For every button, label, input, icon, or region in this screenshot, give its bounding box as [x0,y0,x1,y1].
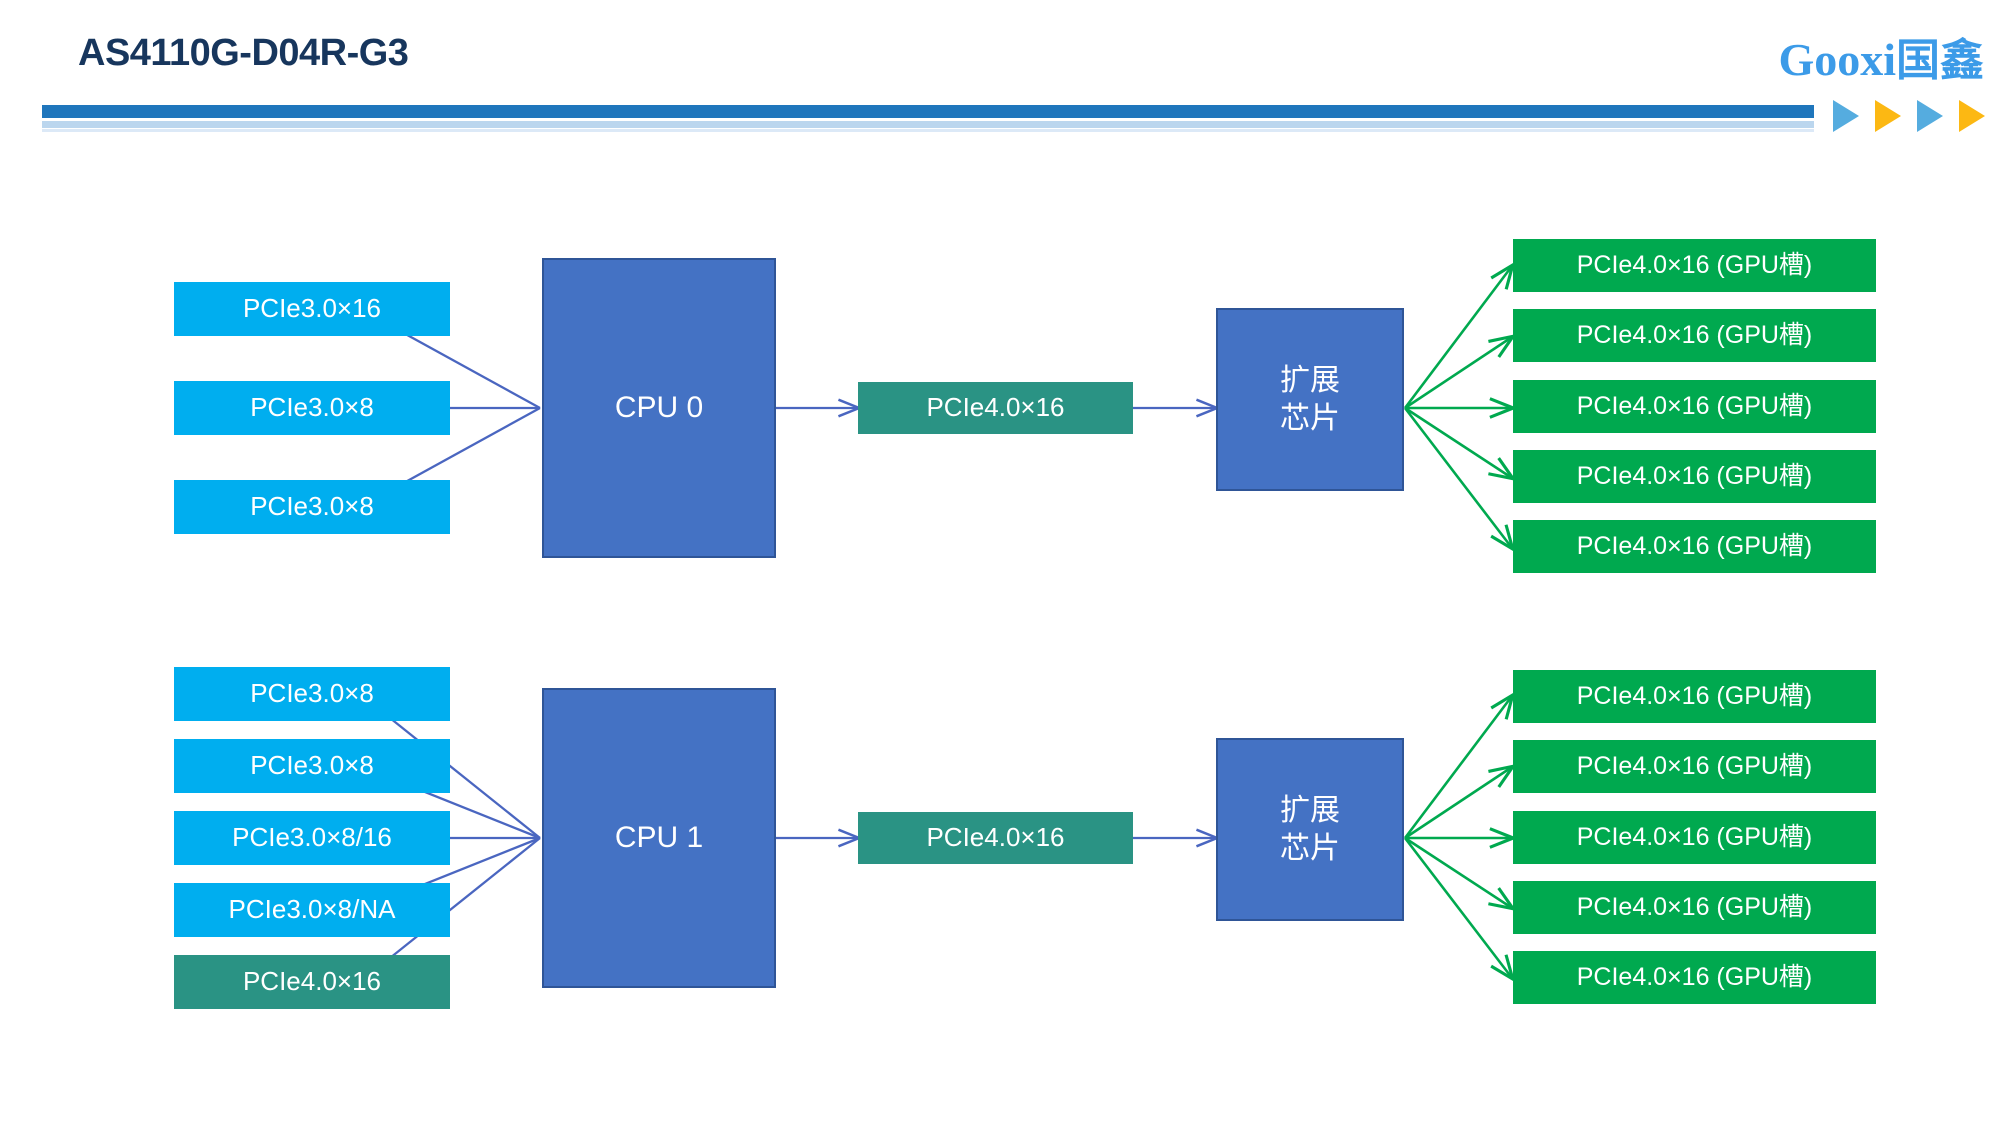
cpu1-uplink-label: PCIe4.0×16 [926,822,1065,853]
cpu0-gpu-slot-3[interactable]: PCIe4.0×16 (GPU槽) [1513,380,1876,433]
cpu0-label: CPU 0 [614,390,704,424]
cpu0-gpu-slot-2[interactable]: PCIe4.0×16 (GPU槽) [1513,309,1876,362]
cpu1-left-slot-5-label: PCIe4.0×16 [242,966,382,997]
header-triangle-1-icon [1833,100,1859,132]
cpu0-left-slot-2[interactable]: PCIe3.0×8 [174,381,450,435]
cpu0-gpu-slot-1[interactable]: PCIe4.0×16 (GPU槽) [1513,239,1876,292]
cpu1-left-slot-1[interactable]: PCIe3.0×8 [174,667,450,721]
cpu1-left-slot-4-label: PCIe3.0×8/NA [228,894,396,925]
cpu1-left-slot-3-label: PCIe3.0×8/16 [232,822,392,853]
cpu0-gpu-slot-4[interactable]: PCIe4.0×16 (GPU槽) [1513,450,1876,503]
cpu0-uplink-block[interactable]: PCIe4.0×16 [858,382,1133,434]
header-triangle-2-icon [1875,100,1901,132]
cpu0-left-slot-1[interactable]: PCIe3.0×16 [174,282,450,336]
cpu1-switch-chip-line1: 扩展 [1280,794,1340,827]
cpu0-gpu-slot-2-label: PCIe4.0×16 (GPU槽) [1576,321,1813,350]
cpu0-gpu-slot-4-label: PCIe4.0×16 (GPU槽) [1576,462,1813,491]
brand-latin-text: Gooxi [1778,34,1896,85]
cpu1-gpu-slot-5[interactable]: PCIe4.0×16 (GPU槽) [1513,951,1876,1004]
cpu1-gpu-slot-2[interactable]: PCIe4.0×16 (GPU槽) [1513,740,1876,793]
brand-chinese-text: 国鑫 [1896,35,1984,86]
cpu0-left-slot-3[interactable]: PCIe3.0×8 [174,480,450,534]
cpu1-left-slot-4[interactable]: PCIe3.0×8/NA [174,883,450,937]
cpu1-gpu-slot-2-label: PCIe4.0×16 (GPU槽) [1576,752,1813,781]
cpu0-left-slot-1-label: PCIe3.0×16 [242,293,382,324]
header-rule-dark [42,105,1814,118]
cpu0-gpu-slot-3-label: PCIe4.0×16 (GPU槽) [1576,392,1813,421]
cpu1-gpu-slot-1-label: PCIe4.0×16 (GPU槽) [1576,682,1813,711]
cpu1-uplink-block[interactable]: PCIe4.0×16 [858,812,1133,864]
cpu1-label: CPU 1 [614,820,704,854]
cpu0-block[interactable]: CPU 0 [542,258,776,558]
cpu1-switch-chip-line2: 芯片 [1280,831,1340,865]
header-triangle-3-icon [1917,100,1943,132]
cpu0-uplink-label: PCIe4.0×16 [926,392,1065,423]
header-rule-light [42,121,1814,128]
cpu1-left-slot-2[interactable]: PCIe3.0×8 [174,739,450,793]
cpu0-gpu-slot-1-label: PCIe4.0×16 (GPU槽) [1576,251,1813,280]
cpu1-gpu-slot-1[interactable]: PCIe4.0×16 (GPU槽) [1513,670,1876,723]
cpu1-block[interactable]: CPU 1 [542,688,776,988]
cpu1-gpu-slot-5-label: PCIe4.0×16 (GPU槽) [1576,963,1813,992]
cpu1-gpu-slot-3[interactable]: PCIe4.0×16 (GPU槽) [1513,811,1876,864]
header-triangle-4-icon [1959,100,1985,132]
cpu0-gpu-slot-5[interactable]: PCIe4.0×16 (GPU槽) [1513,520,1876,573]
cpu1-switch-chip[interactable]: 扩展 芯片 [1216,738,1404,921]
cpu0-switch-chip[interactable]: 扩展 芯片 [1216,308,1404,491]
cpu0-switch-chip-line1: 扩展 [1280,364,1340,397]
cpu0-switch-chip-line2: 芯片 [1280,401,1340,435]
header-rule-light-thin [42,129,1814,132]
page-title: AS4110G-D04R-G3 [78,32,409,74]
cpu1-gpu-slot-4[interactable]: PCIe4.0×16 (GPU槽) [1513,881,1876,934]
cpu0-left-slot-3-label: PCIe3.0×8 [250,491,374,522]
cpu0-left-slot-2-label: PCIe3.0×8 [250,392,374,423]
cpu0-gpu-slot-5-label: PCIe4.0×16 (GPU槽) [1576,532,1813,561]
gooxi-logo: Gooxi国鑫 [1778,24,1984,88]
cpu1-left-slot-2-label: PCIe3.0×8 [250,750,374,781]
cpu1-left-slot-1-label: PCIe3.0×8 [250,678,374,709]
cpu1-gpu-slot-3-label: PCIe4.0×16 (GPU槽) [1576,823,1813,852]
cpu1-gpu-slot-4-label: PCIe4.0×16 (GPU槽) [1576,893,1813,922]
cpu1-left-slot-5[interactable]: PCIe4.0×16 [174,955,450,1009]
cpu1-left-slot-3[interactable]: PCIe3.0×8/16 [174,811,450,865]
